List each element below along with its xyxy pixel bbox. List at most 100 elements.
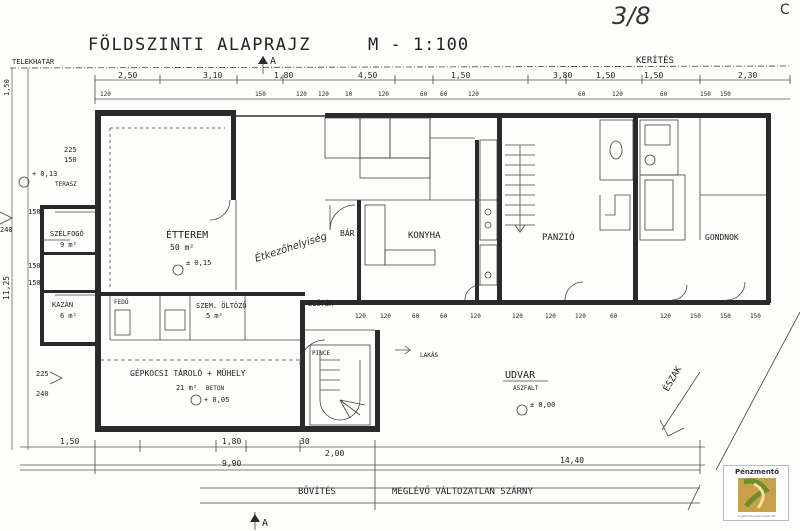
svg-text:120: 120 bbox=[575, 313, 586, 320]
room-etterem-area: 50 m² bbox=[170, 243, 194, 252]
svg-text:60: 60 bbox=[412, 313, 420, 320]
room-eloter: ELŐTÉR bbox=[308, 299, 334, 308]
logo-subtitle: Ingatlanfinanszírozási Kft. bbox=[737, 514, 777, 518]
dim-left-5: 240 bbox=[0, 226, 13, 234]
dim-top-7: 1,50 bbox=[596, 71, 615, 80]
room-garage-level: + 0,05 bbox=[204, 396, 229, 404]
label-eszak: ÉSZAK bbox=[660, 364, 684, 394]
room-pince: PINCE bbox=[312, 350, 330, 357]
label-terasz-level: + 0,13 bbox=[32, 170, 57, 178]
room-panzio: PANZIÓ bbox=[542, 231, 575, 243]
section-arrow-top bbox=[258, 56, 268, 64]
dim-top-5: 1,50 bbox=[451, 71, 470, 80]
level-mark-udvar bbox=[516, 404, 528, 416]
dim-left-3: 150 bbox=[64, 156, 77, 164]
room-garage: GÉPKOCSI TÁROLÓ + MŰHELY bbox=[130, 367, 246, 378]
svg-text:150: 150 bbox=[720, 313, 731, 320]
svg-text:120: 120 bbox=[380, 313, 391, 320]
svg-text:60: 60 bbox=[578, 91, 586, 98]
corner-mark: C bbox=[780, 2, 790, 18]
svg-text:120: 120 bbox=[612, 91, 623, 98]
dim-left-6: 11,25 bbox=[2, 276, 11, 300]
section-arrow-bottom bbox=[250, 514, 260, 522]
dimension-chain-bottom bbox=[20, 440, 705, 474]
svg-text:120: 120 bbox=[100, 91, 111, 98]
svg-text:120: 120 bbox=[468, 91, 479, 98]
plan-scale: M - 1:100 bbox=[368, 35, 469, 55]
svg-text:120: 120 bbox=[470, 313, 481, 320]
plan-title: FÖLDSZINTI ALAPRAJZ bbox=[88, 33, 311, 55]
dimension-chain-top bbox=[94, 75, 791, 104]
label-telekhatar: TELEKHATÁR bbox=[12, 57, 55, 66]
room-gondnok: GONDNOK bbox=[705, 233, 739, 242]
dim-top-8: 1,50 bbox=[644, 71, 663, 80]
dim-top-1: 2,50 bbox=[118, 71, 137, 80]
svg-text:60: 60 bbox=[420, 91, 428, 98]
dim-top-3: 1,80 bbox=[274, 71, 293, 80]
walls bbox=[40, 110, 771, 432]
svg-text:60: 60 bbox=[660, 91, 668, 98]
section-marker-top: A bbox=[270, 56, 276, 67]
dim-left-8: 150 bbox=[28, 279, 41, 287]
svg-text:120: 120 bbox=[296, 91, 307, 98]
dim-bottom-3: 30 bbox=[300, 437, 310, 446]
boundary-line-diagonal bbox=[715, 311, 800, 471]
logo-title: Pénzmentő bbox=[734, 468, 780, 476]
dim-left-9: 225 bbox=[36, 370, 49, 378]
north-arrow bbox=[659, 371, 701, 437]
arrow-entry-upper bbox=[0, 211, 13, 225]
room-kazan-area: 6 m² bbox=[60, 312, 77, 320]
room-szelfogo-area: 9 m² bbox=[60, 241, 77, 249]
room-etterem-level: ± 0,15 bbox=[186, 259, 211, 267]
room-fedo: FEDŐ bbox=[114, 299, 129, 306]
dimension-chain-left bbox=[11, 68, 29, 450]
room-konyha: KONYHA bbox=[408, 231, 441, 241]
dim-left-1: 1,50 bbox=[3, 79, 11, 96]
svg-text:120: 120 bbox=[512, 313, 523, 320]
level-mark-garage bbox=[190, 394, 202, 406]
logo-mark-icon bbox=[738, 478, 776, 512]
svg-text:150: 150 bbox=[700, 91, 711, 98]
dim-top-2: 3,10 bbox=[203, 71, 222, 80]
room-szem-oltozo: SZEM. ÖLTÖZŐ bbox=[196, 301, 247, 310]
dim-top-9: 2,30 bbox=[738, 71, 757, 80]
dim-bottom-6: 14,40 bbox=[560, 456, 584, 465]
caption-meglevo: MEGLÉVŐ VÁLTOZATLAN SZÁRNY bbox=[392, 485, 533, 497]
dim-bottom-5: 9,90 bbox=[222, 459, 241, 468]
svg-text:120: 120 bbox=[318, 91, 329, 98]
room-kazan: KAZÁN bbox=[52, 300, 73, 309]
area-udvar-level: ± 0,00 bbox=[530, 401, 555, 409]
dim-top-4: 4,50 bbox=[358, 71, 377, 80]
room-garage-floor: BETON bbox=[206, 385, 224, 392]
dim-left-10: 240 bbox=[36, 390, 49, 398]
caption-bovites: BŐVÍTÉS bbox=[298, 485, 336, 497]
arrow-lakas bbox=[395, 345, 412, 355]
label-kerites: KERÍTÉS bbox=[636, 54, 674, 66]
room-garage-area: 21 m² bbox=[176, 384, 197, 392]
svg-text:120: 120 bbox=[378, 91, 389, 98]
svg-text:60: 60 bbox=[440, 313, 448, 320]
label-lakas: LAKÁS bbox=[420, 352, 438, 359]
arrow-entry-lower bbox=[49, 371, 63, 385]
level-mark-terasz bbox=[18, 176, 30, 188]
area-udvar: UDVAR bbox=[505, 370, 536, 381]
svg-text:60: 60 bbox=[610, 313, 618, 320]
room-bar: BÁR bbox=[340, 227, 355, 238]
dim-left-4: 150 bbox=[28, 208, 41, 216]
svg-text:120: 120 bbox=[355, 313, 366, 320]
boundary-line-diagonal-2 bbox=[687, 484, 701, 511]
dim-top-6: 3,80 bbox=[553, 71, 572, 80]
svg-text:150: 150 bbox=[690, 313, 701, 320]
section-marker-bottom: A bbox=[262, 518, 268, 529]
area-aszfalt: ASZFALT bbox=[513, 385, 539, 392]
svg-text:10: 10 bbox=[345, 91, 353, 98]
dim-left-2: 225 bbox=[64, 146, 77, 154]
svg-text:120: 120 bbox=[545, 313, 556, 320]
svg-text:150: 150 bbox=[255, 91, 266, 98]
svg-text:60: 60 bbox=[440, 91, 448, 98]
dim-bottom-4: 2,00 bbox=[325, 449, 344, 458]
boundary-line-top bbox=[9, 65, 791, 69]
